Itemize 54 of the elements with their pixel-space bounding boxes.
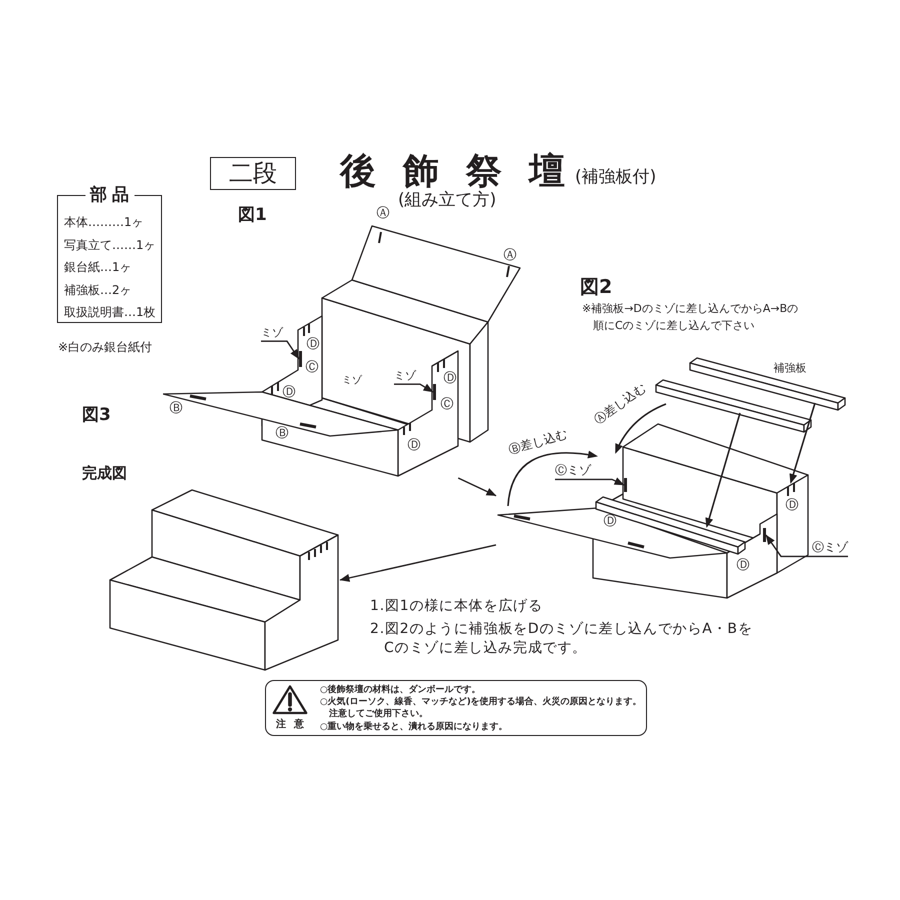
leader-line [394, 384, 434, 393]
callout-letter: Ⓓ [282, 385, 296, 401]
callout-letter: Ⓐ [504, 248, 516, 264]
callout-letter: Ⓐ [376, 206, 390, 222]
arrow [340, 544, 496, 582]
callout-label: Ⓒミゾ [812, 540, 848, 556]
callout-letter: Ⓓ [306, 337, 320, 353]
leader-line [765, 534, 848, 558]
figure-label: 図2 [580, 276, 612, 299]
footnote: ※白のみ銀台紙付 [58, 340, 152, 354]
part-label: 補強板 [774, 361, 806, 375]
slot-mark [299, 351, 302, 367]
warning-box [265, 680, 647, 736]
callout-label: ミゾ [261, 326, 283, 342]
subtitle: (組み立て方) [398, 190, 496, 210]
subtitle: (補強板付) [575, 167, 656, 188]
warning-text: ○重い物を乗せると、潰れる原因になります。 [320, 720, 509, 733]
instruction-step: 2.図2のように補強板をDのミゾに差し込んでからA・BをCのミゾに差し込み完成です。 [370, 620, 756, 658]
part-label: ミゾ [342, 375, 362, 387]
callout-letter: Ⓓ [604, 514, 616, 530]
slot-mark [763, 528, 766, 542]
leader-line [261, 340, 300, 360]
figure-label: 図1 [238, 205, 267, 226]
instruction-label: Ⓐ差し込む [592, 380, 648, 428]
warning-heading: 注意 [276, 718, 304, 731]
slot-mark [624, 478, 627, 492]
parts-list-item: 本体………1ヶ [64, 214, 145, 231]
figure-label: 完成図 [82, 464, 127, 482]
callout-label: Ⓒミゾ [555, 463, 591, 480]
callout-letter: Ⓒ [440, 397, 454, 413]
heading-box: 二段 [210, 157, 296, 190]
warning-text: ○火気(ローソク、線香、マッチなど)を使用する場合、火災の原因となります。注意してご使用下さい。 [320, 696, 643, 721]
parts-list-item: 銀台紙…1ヶ [64, 259, 133, 276]
note: ※補強板→Dのミゾに差し込んでからA→Bの順にCのミゾに差し込んで下さい [582, 301, 800, 334]
callout-letter: Ⓑ [276, 426, 288, 442]
callout-letter: Ⓓ [444, 371, 456, 387]
box-heading: 部品 [85, 185, 134, 205]
parts-list-item: 補強板…2ヶ [64, 282, 133, 298]
callout-label: ミゾ [394, 369, 416, 384]
instruction-step: 1.図1の様に本体を広げる [370, 598, 543, 615]
callout-letter: Ⓓ [736, 558, 750, 574]
arrow [458, 477, 496, 496]
callout-letter: Ⓒ [306, 360, 318, 376]
instruction-label: Ⓑ差し込む [507, 426, 569, 458]
title: 後飾祭壇 [340, 150, 565, 192]
callout-letter: Ⓓ [786, 498, 798, 514]
parts-list-item: 取扱説明書…1枚 [64, 304, 156, 321]
parts-list-item: 写真立て……1ヶ [64, 236, 156, 254]
slot-mark [433, 384, 436, 400]
leader-line [555, 477, 624, 486]
figure-label: 図3 [82, 405, 111, 426]
warning-text: ○後飾祭壇の材料は、ダンボールです。 [320, 684, 482, 696]
callout-letter: Ⓓ [408, 438, 420, 454]
callout-letter: Ⓑ [170, 401, 182, 417]
